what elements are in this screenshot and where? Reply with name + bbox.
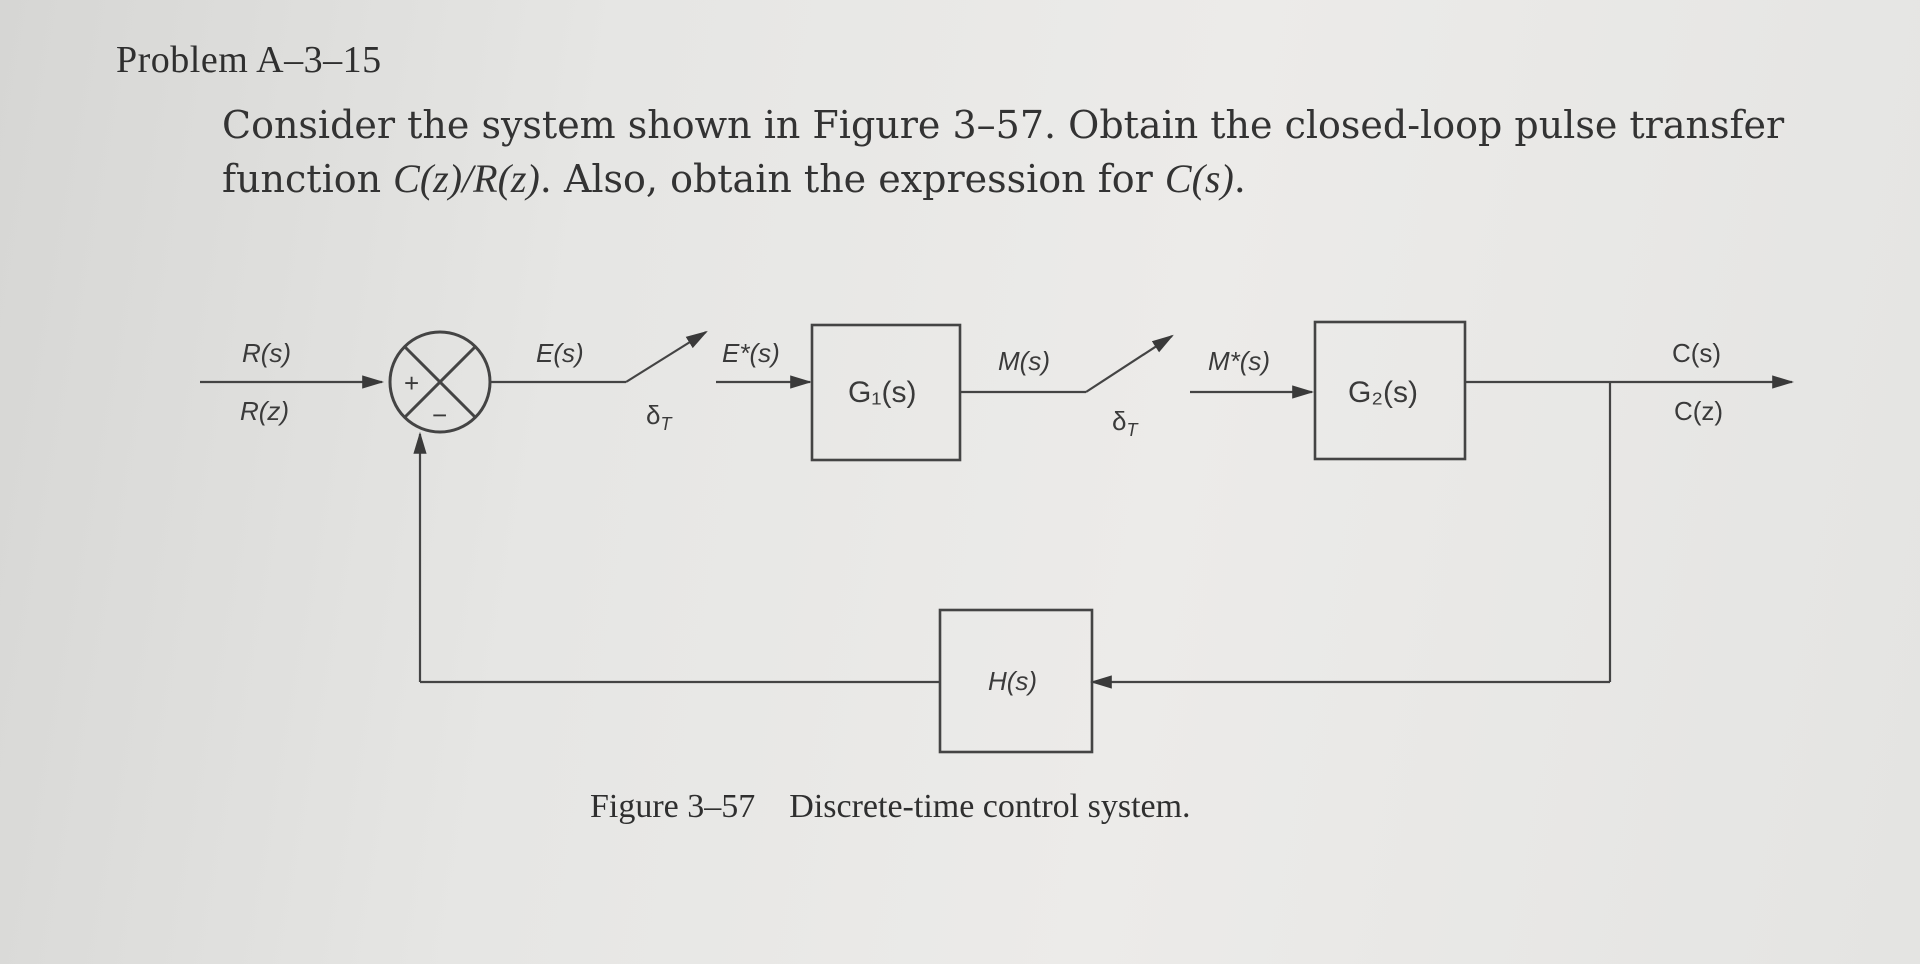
figure-caption-text: Discrete-time control system. [789,788,1191,825]
sum-plus-sign: + [404,368,419,398]
input-label-z: R(z) [240,396,289,426]
problem-line-2: function C(z)/R(z). Also, obtain the exp… [222,152,1862,206]
problem-statement: Consider the system shown in Figure 3–57… [222,98,1862,206]
transfer-ratio: C(z)/R(z) [393,156,540,201]
block-g2: G₂(s) [1313,320,1467,461]
output-label-s: C(s) [1672,338,1721,368]
figure-caption: Figure 3–57 Discrete-time control system. [590,788,1191,826]
block-h-label: H(s) [988,666,1037,696]
block-h: H(s) [938,608,1094,754]
problem-title: Problem A–3–15 [116,39,382,81]
error-label: E(s) [536,338,584,368]
block-g2-label: G₂(s) [1348,376,1418,409]
problem-line-2-b: . Also, obtain the expression for [539,157,1165,201]
block-g1: G₁(s) [810,323,962,462]
problem-line-2-c: . [1233,157,1246,201]
sampled-m-label: M*(s) [1208,346,1270,376]
input-label-s: R(s) [242,338,291,368]
output-label-z: C(z) [1674,396,1723,426]
sampler-1: δT [625,330,708,434]
sum-minus-sign: − [432,400,447,430]
sampler-2: δT [1085,334,1174,440]
figure-number: Figure 3–57 [590,788,756,825]
problem-line-2-a: function [222,157,394,201]
output-expression: C(s) [1164,156,1234,201]
sampler-2-label: δT [1112,406,1139,440]
block-g1-label: G₁(s) [848,376,916,409]
sampled-error-label: E*(s) [722,338,780,368]
m-label: M(s) [998,346,1050,376]
sampler-1-label: δT [646,400,673,434]
problem-line-1: Consider the system shown in Figure 3–57… [222,103,1785,147]
summing-junction: + − [388,330,492,434]
